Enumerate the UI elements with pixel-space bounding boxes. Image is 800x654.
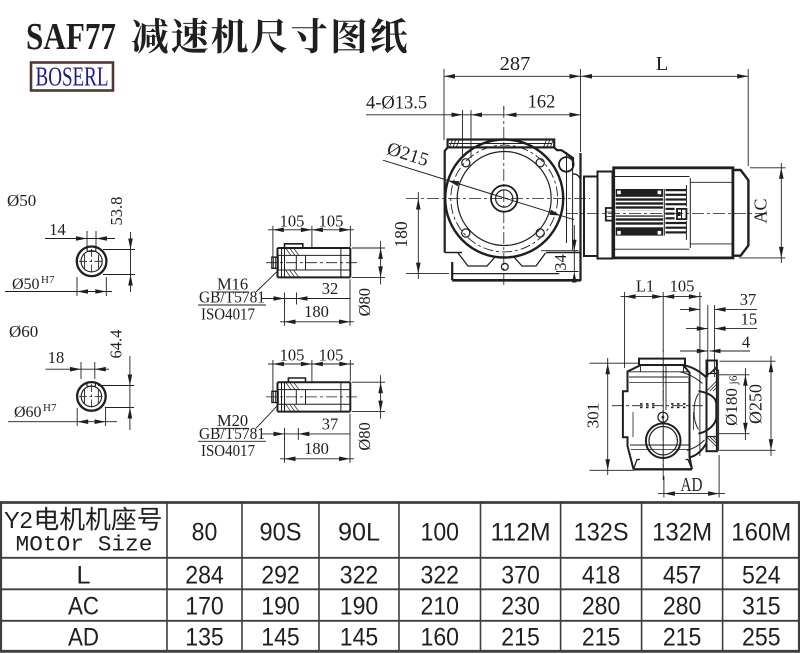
svg-text:105: 105 [670, 277, 695, 296]
svg-text:64.4: 64.4 [107, 330, 126, 359]
svg-text:215: 215 [501, 624, 540, 652]
svg-text:145: 145 [340, 624, 379, 652]
svg-text:AC: AC [751, 198, 771, 223]
svg-text:132S: 132S [574, 519, 629, 547]
svg-text:90L: 90L [338, 519, 380, 547]
svg-text:L: L [656, 53, 669, 75]
svg-text:ISO4017: ISO4017 [201, 305, 255, 324]
svg-text:M16: M16 [217, 275, 248, 294]
svg-text:457: 457 [663, 561, 702, 589]
svg-text:105: 105 [319, 211, 344, 230]
svg-text:145: 145 [261, 624, 300, 652]
svg-text:GB/T5781: GB/T5781 [199, 288, 265, 307]
svg-text:ISO4017: ISO4017 [201, 441, 255, 460]
svg-text:GB/T5781: GB/T5781 [199, 424, 265, 443]
svg-text:190: 190 [340, 593, 379, 621]
svg-text:215: 215 [663, 624, 702, 652]
svg-text:SAF77: SAF77 [26, 16, 116, 58]
svg-text:BOSERL: BOSERL [36, 62, 109, 92]
svg-text:190: 190 [261, 593, 300, 621]
svg-text:Ø250: Ø250 [746, 384, 766, 424]
svg-text:105: 105 [319, 346, 344, 365]
svg-text:135: 135 [185, 624, 224, 652]
svg-text:4: 4 [742, 333, 750, 352]
svg-text:Ø80: Ø80 [355, 422, 374, 450]
svg-text:301: 301 [584, 403, 603, 429]
svg-text:AD: AD [68, 624, 99, 652]
svg-text:AC: AC [68, 593, 99, 621]
svg-text:284: 284 [185, 561, 224, 589]
svg-text:255: 255 [742, 624, 781, 652]
svg-text:53.8: 53.8 [107, 197, 126, 226]
svg-text:180: 180 [304, 302, 329, 321]
svg-text:Ø180: Ø180 [722, 388, 741, 426]
svg-text:162: 162 [528, 93, 556, 113]
svg-text:Ø50: Ø50 [7, 191, 36, 210]
svg-text:112M: 112M [491, 519, 551, 547]
svg-text:H7: H7 [43, 402, 57, 414]
svg-text:80: 80 [192, 519, 218, 547]
svg-text:322: 322 [340, 561, 379, 589]
svg-text:280: 280 [582, 593, 621, 621]
svg-text:14: 14 [49, 220, 66, 239]
svg-text:Y2: Y2 [4, 507, 33, 533]
svg-text:292: 292 [261, 561, 300, 589]
svg-text:18: 18 [48, 348, 65, 367]
svg-text:322: 322 [420, 561, 459, 589]
svg-text:37: 37 [740, 290, 757, 309]
svg-text:105: 105 [280, 346, 305, 365]
svg-text:4-Ø13.5: 4-Ø13.5 [366, 94, 427, 114]
svg-text:280: 280 [663, 593, 702, 621]
svg-text:L: L [77, 561, 91, 589]
svg-text:370: 370 [501, 561, 540, 589]
svg-text:j6: j6 [728, 375, 740, 385]
svg-text:132M: 132M [652, 519, 712, 547]
svg-text:315: 315 [742, 593, 781, 621]
svg-text:524: 524 [742, 561, 781, 589]
svg-text:90S: 90S [260, 519, 302, 547]
svg-text:37: 37 [322, 414, 339, 433]
svg-text:Ø80: Ø80 [355, 288, 374, 316]
svg-text:H7: H7 [41, 274, 55, 286]
svg-text:215: 215 [582, 624, 621, 652]
svg-text:160M: 160M [731, 519, 791, 547]
svg-text:MOtOr Size: MOtOr Size [16, 533, 153, 558]
svg-text:180: 180 [304, 439, 329, 458]
svg-text:Ø50: Ø50 [12, 276, 40, 293]
svg-text:L1: L1 [636, 277, 654, 296]
svg-text:100: 100 [420, 519, 459, 547]
svg-text:105: 105 [280, 211, 305, 230]
svg-text:230: 230 [501, 593, 540, 621]
svg-text:210: 210 [420, 593, 459, 621]
svg-text:Ø60: Ø60 [14, 404, 42, 421]
svg-text:Ø60: Ø60 [9, 322, 38, 341]
svg-text:170: 170 [185, 593, 224, 621]
svg-text:287: 287 [500, 53, 531, 75]
svg-text:160: 160 [420, 624, 459, 652]
svg-text:180: 180 [391, 221, 411, 248]
svg-text:32: 32 [322, 279, 339, 298]
svg-text:418: 418 [582, 561, 621, 589]
svg-text:34: 34 [551, 254, 570, 271]
svg-text:15: 15 [741, 310, 758, 329]
svg-text:AD: AD [681, 474, 703, 496]
svg-text:M20: M20 [217, 411, 248, 430]
